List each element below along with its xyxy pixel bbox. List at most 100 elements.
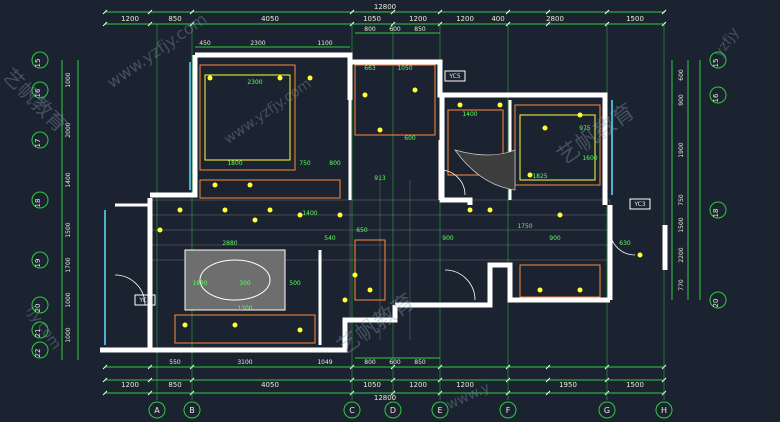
room-dim-hall: 630 bbox=[619, 240, 631, 247]
dim-left-value: 1700 bbox=[65, 257, 72, 272]
dimension-tick bbox=[147, 9, 153, 15]
dim-top-value: 1050 bbox=[363, 15, 381, 23]
dimension-tick bbox=[545, 364, 551, 370]
light-fixture bbox=[352, 272, 358, 278]
dim-bottom-value: 1200 bbox=[409, 381, 427, 389]
dim-top-value: 2800 bbox=[546, 15, 564, 23]
room-dim-bed1: 750 bbox=[299, 160, 311, 167]
room-dim-hall: 650 bbox=[356, 227, 368, 234]
axis-row-label: 19 bbox=[34, 259, 42, 268]
light-fixture bbox=[297, 327, 303, 333]
dim-bottom-value: 1950 bbox=[559, 381, 577, 389]
axis-row-label: 15 bbox=[34, 59, 42, 68]
dimension-tick bbox=[390, 9, 396, 15]
axis-bubble-H bbox=[655, 401, 673, 419]
dim-plan-top: 1100 bbox=[317, 40, 332, 47]
grid-axes bbox=[156, 24, 665, 400]
light-fixture bbox=[222, 207, 228, 213]
dim-left-value: 2000 bbox=[65, 122, 72, 137]
axis-label-B: B bbox=[189, 406, 195, 415]
room-dim-bed2: 975 bbox=[579, 125, 591, 132]
room-dim-kitchen: 600 bbox=[404, 135, 416, 142]
light-fixture bbox=[212, 182, 218, 188]
dim-bottom-sub: 850 bbox=[414, 359, 426, 366]
light-fixture bbox=[337, 212, 343, 218]
room-dim-kitchen: 913 bbox=[374, 175, 386, 182]
axis-bubble-row-right bbox=[709, 86, 727, 104]
dim-top-sub: 600 bbox=[389, 26, 401, 33]
watermark-text: www.yzfjy.com bbox=[221, 76, 314, 148]
light-fixture bbox=[412, 87, 418, 93]
axis-row-label: 17 bbox=[34, 139, 42, 148]
light-fixture bbox=[487, 207, 493, 213]
light-fixture bbox=[307, 75, 313, 81]
axis-label-H: H bbox=[661, 406, 667, 415]
light-fixture bbox=[557, 212, 563, 218]
dim-bottom-sub: 1049 bbox=[317, 359, 332, 366]
light-fixture bbox=[232, 322, 238, 328]
dim-right-value: 750 bbox=[678, 194, 685, 206]
room-dim-living: 2880 bbox=[222, 240, 237, 247]
axis-row-label-right: 18 bbox=[712, 209, 720, 218]
room-dim-living: 1400 bbox=[302, 210, 317, 217]
watermark-text: fjy.com bbox=[23, 303, 64, 353]
dimension-lines bbox=[61, 9, 701, 396]
room-dim-bed1: 1800 bbox=[227, 160, 242, 167]
light-fixture bbox=[252, 217, 258, 223]
axis-row-label: 21 bbox=[34, 329, 42, 338]
dim-bottom-value: 1200 bbox=[456, 381, 474, 389]
axis-bubble-row bbox=[31, 296, 49, 314]
watermark-text: yzfjy bbox=[711, 25, 743, 61]
axis-label-C: C bbox=[349, 406, 355, 415]
dim-bottom-sub: 3100 bbox=[237, 359, 252, 366]
dim-bottom-sub: 550 bbox=[169, 359, 181, 366]
dim-top-sub: 850 bbox=[414, 26, 426, 33]
dimension-tick bbox=[147, 390, 153, 396]
dimension-tick bbox=[505, 9, 511, 15]
axis-bubble-row bbox=[31, 81, 49, 99]
axis-bubble-row bbox=[31, 321, 49, 339]
axis-label-G: G bbox=[604, 406, 610, 415]
room-dim-bed1: 2300 bbox=[247, 79, 262, 86]
dim-left-value: 1400 bbox=[65, 172, 72, 187]
light-fixture bbox=[527, 172, 533, 178]
axis-row-label-right: 16 bbox=[712, 93, 720, 102]
axis-bubble-D bbox=[384, 401, 402, 419]
dim-left-value: 1000 bbox=[65, 72, 72, 87]
light-fixture bbox=[637, 252, 643, 258]
room-dim-hall: 900 bbox=[442, 235, 454, 242]
room-dim-kitchen: 1050 bbox=[397, 65, 412, 72]
walls bbox=[100, 52, 668, 353]
dim-top-value: 1200 bbox=[121, 15, 139, 23]
room-dim-living: 300 bbox=[239, 280, 251, 287]
light-fixture bbox=[207, 75, 213, 81]
dimension-tick bbox=[102, 364, 108, 370]
dim-bottom-value: 4050 bbox=[261, 381, 279, 389]
axis-row-label-right: 20 bbox=[712, 299, 720, 308]
room-dim-hall: 1750 bbox=[517, 223, 532, 230]
axis-bubble-row bbox=[31, 251, 49, 269]
room-dim-bed2: 1825 bbox=[532, 173, 547, 180]
dim-right-value: 770 bbox=[678, 279, 685, 291]
window-tag-label: YC3 bbox=[633, 201, 646, 208]
axis-label-A: A bbox=[154, 406, 160, 415]
light-fixture bbox=[177, 207, 183, 213]
room-dim-bed1: 800 bbox=[329, 160, 341, 167]
window-tag-label: YC1 bbox=[138, 297, 151, 304]
dim-bottom-value: 1200 bbox=[121, 381, 139, 389]
window-tag bbox=[134, 294, 156, 306]
light-fixture bbox=[267, 207, 273, 213]
window-tag bbox=[444, 70, 466, 82]
dim-top-value: 850 bbox=[168, 15, 181, 23]
windows bbox=[104, 62, 613, 345]
axis-bubble-row-right bbox=[709, 291, 727, 309]
dimension-tick bbox=[102, 377, 108, 383]
light-fixture bbox=[247, 182, 253, 188]
dimension-tick bbox=[102, 9, 108, 15]
window-tag-label: YC5 bbox=[448, 73, 461, 80]
light-fixture bbox=[467, 207, 473, 213]
door-swings bbox=[114, 169, 636, 306]
dimension-tick bbox=[437, 9, 443, 15]
